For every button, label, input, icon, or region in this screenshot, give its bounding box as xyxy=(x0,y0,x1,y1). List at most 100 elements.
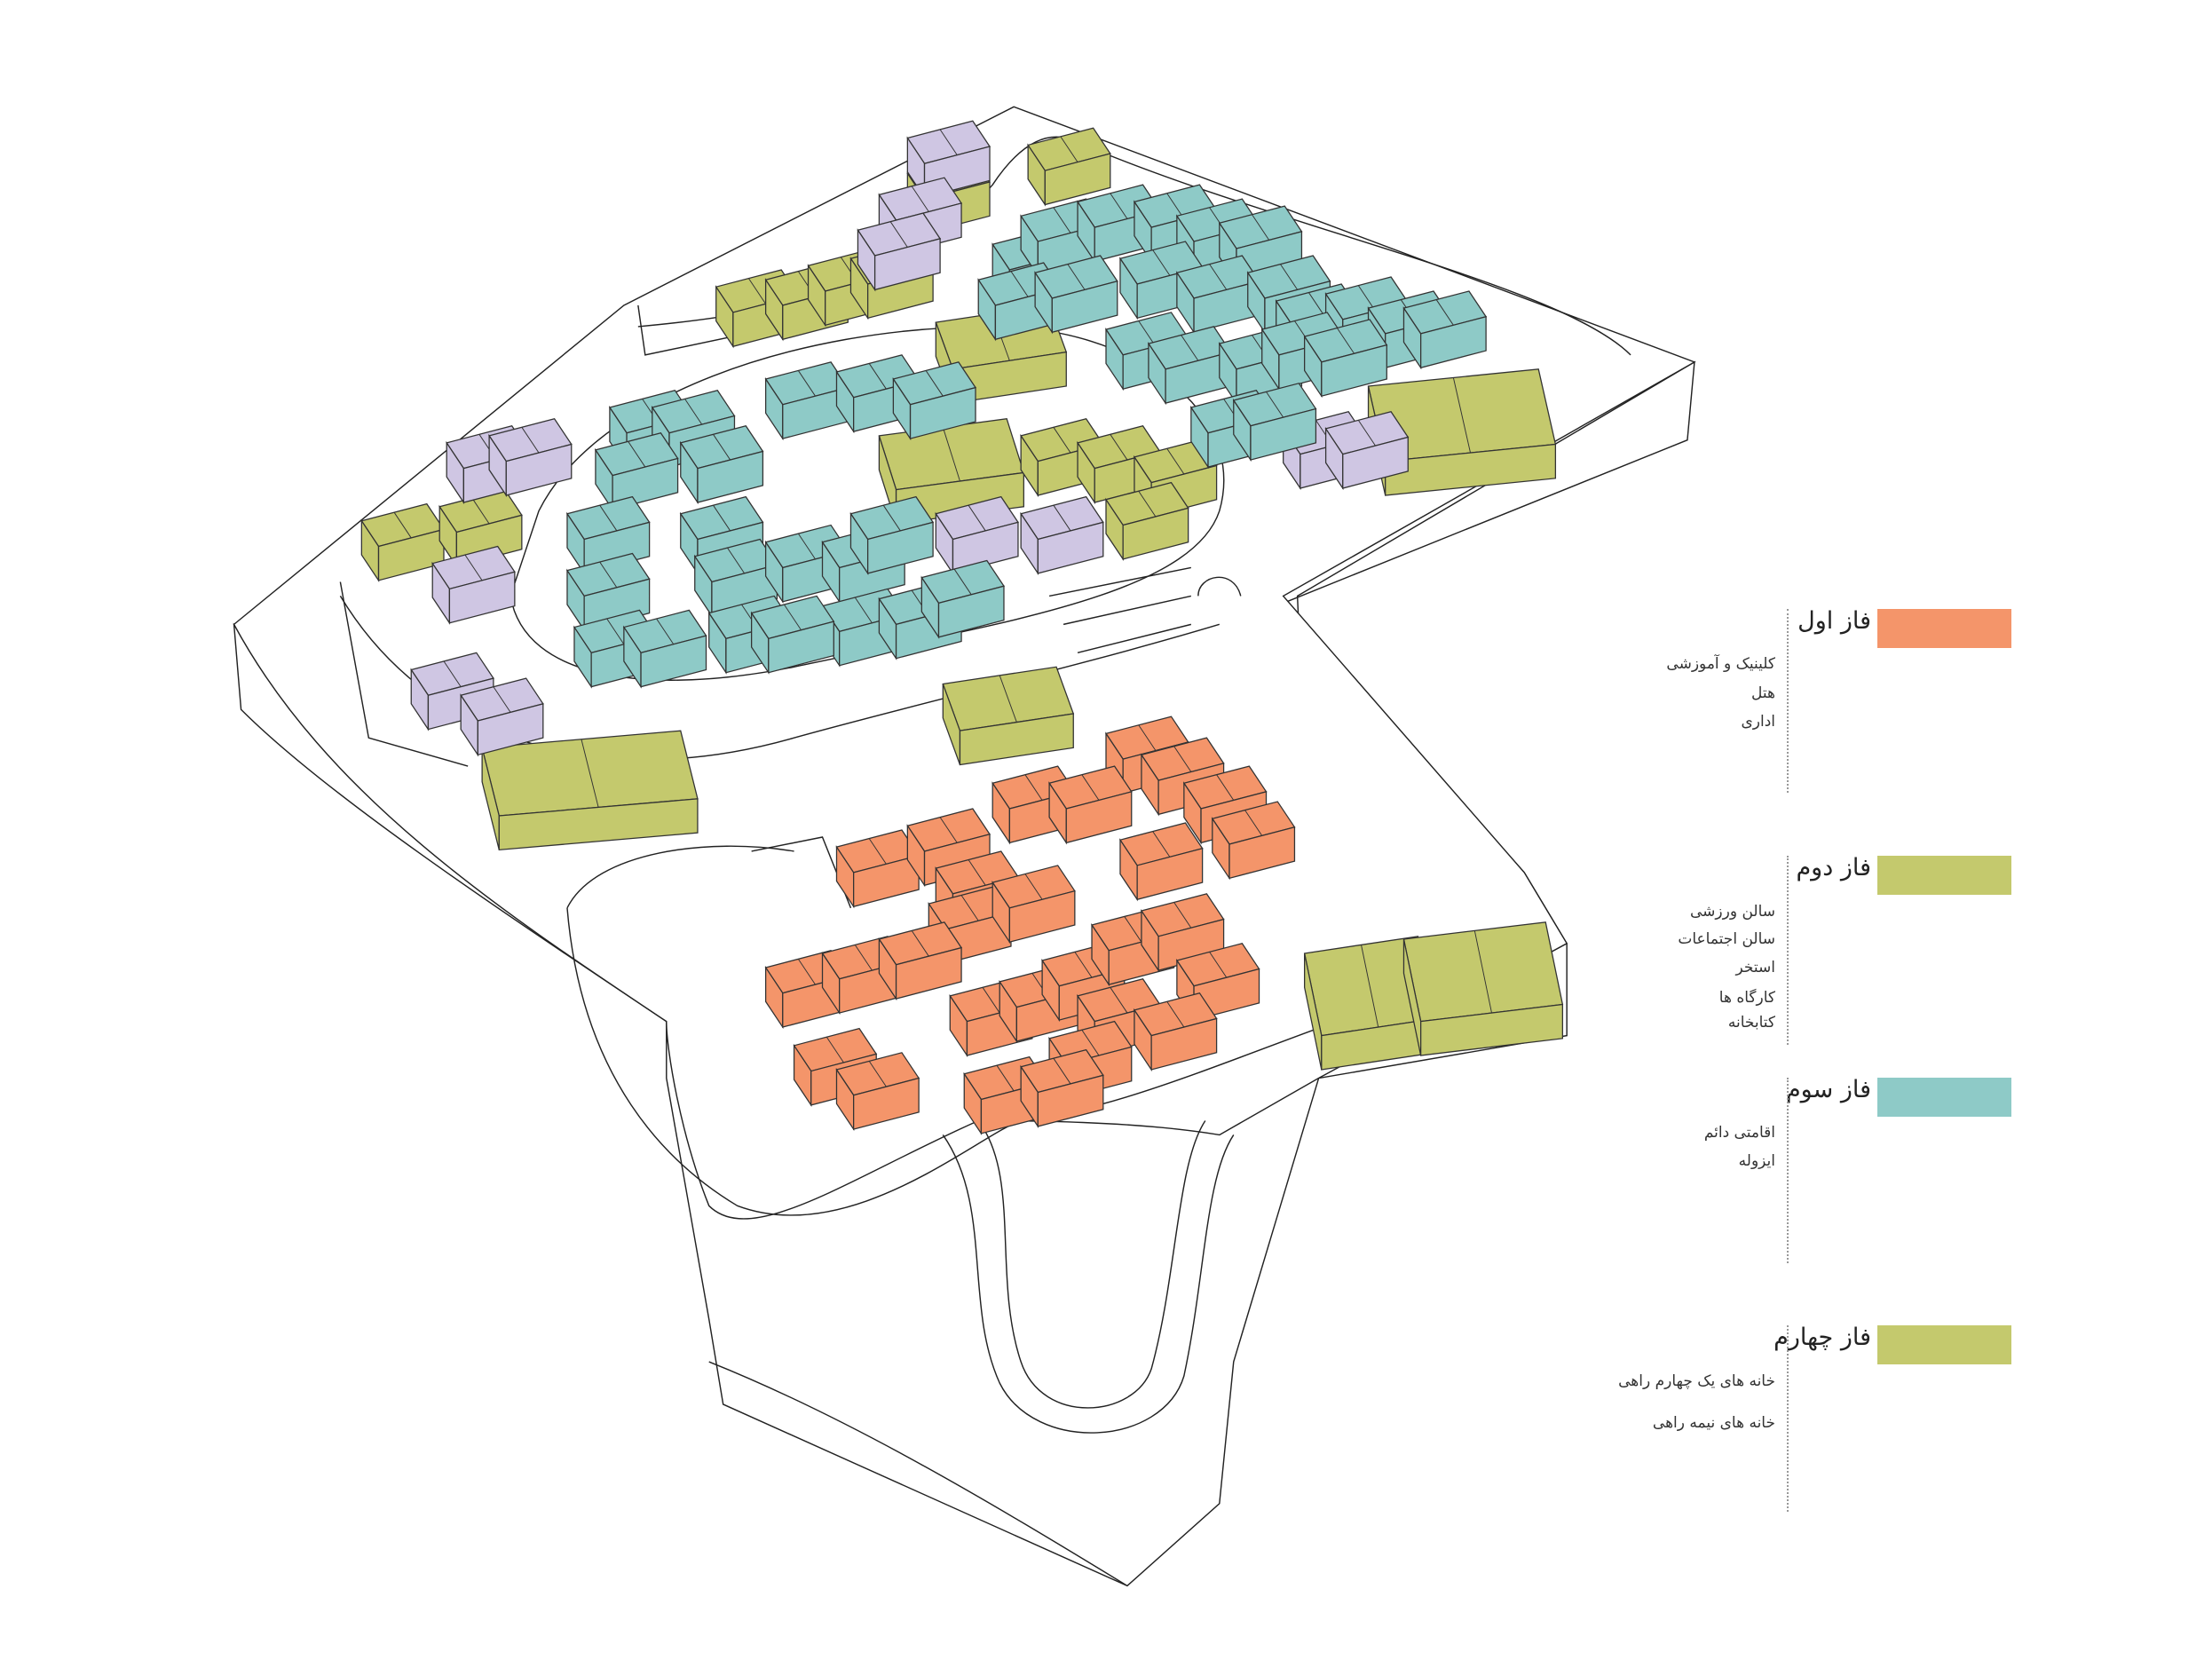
building-phase3 xyxy=(1303,319,1388,399)
platform-edges xyxy=(339,304,1128,1587)
building-phase2 xyxy=(1027,127,1111,207)
building-roof-ridge xyxy=(854,597,873,624)
building-wall-side xyxy=(952,521,1019,574)
building-phase2 xyxy=(1367,368,1557,496)
building-roof-ridge xyxy=(868,838,887,865)
building-phase3 xyxy=(679,424,764,505)
building-phase1 xyxy=(1133,992,1218,1072)
road-inner-loop xyxy=(510,326,1225,681)
building-roof-ridge xyxy=(1209,264,1228,290)
building-phase3 xyxy=(764,361,849,441)
building-roof-ridge xyxy=(1110,987,1128,1014)
building-roof-ridge xyxy=(1361,945,1379,1028)
building-wall-side xyxy=(640,635,707,688)
phase-3-use-item: ایزوله xyxy=(1738,1152,1775,1170)
building-wall-side xyxy=(1342,436,1409,489)
building-phase3 xyxy=(849,495,935,575)
building-wall-side xyxy=(1419,1003,1564,1056)
building-roof-ridge xyxy=(628,441,646,468)
building-phase2 xyxy=(1104,481,1189,562)
building-wall-side xyxy=(909,386,976,439)
building-wall-side xyxy=(1136,847,1204,901)
building-roof-ridge xyxy=(599,561,618,589)
phase-3-color-swatch xyxy=(1877,1078,2011,1117)
building-roof-ridge xyxy=(882,504,901,532)
building-wall-side xyxy=(1037,1074,1104,1127)
building-roof-ridge xyxy=(925,370,944,397)
building-roof-ridge xyxy=(1074,952,1093,978)
building-roof-ridge xyxy=(1081,1029,1100,1056)
phase-4-use-item: خانه های نیمه راهی xyxy=(1652,1414,1775,1432)
building-roof-ridge xyxy=(1124,916,1142,943)
building-existing xyxy=(1324,411,1410,491)
building-roof-ridge xyxy=(713,504,731,532)
building-phase2 xyxy=(360,502,446,582)
building-wall-side xyxy=(866,521,934,574)
legend-dotted-divider xyxy=(1787,1078,1789,1263)
road-lower-loop xyxy=(566,845,1418,1216)
phase-2-use-item: استخر xyxy=(1735,959,1775,976)
building-wall-side xyxy=(1008,889,1076,944)
building-roof-ridge xyxy=(471,497,490,525)
building-wall-side xyxy=(1321,344,1387,398)
building-roof-ridge xyxy=(854,945,873,971)
building-roof-ridge xyxy=(1152,249,1171,276)
building-roof-ridge xyxy=(1280,264,1299,290)
building-phase1 xyxy=(835,1052,920,1132)
building-phase1 xyxy=(835,829,920,909)
phase-1-use-item: کلینیک و آموزشی xyxy=(1666,655,1775,673)
phase-1-use-item: هتل xyxy=(1751,684,1775,702)
building-roof-ridge xyxy=(1110,434,1128,461)
building-wall-side xyxy=(959,713,1074,766)
building-roof-ridge xyxy=(443,660,462,687)
building-roof-ridge xyxy=(953,568,972,596)
building-existing xyxy=(857,212,942,292)
building-phase1 xyxy=(878,921,963,1001)
building-roof-ridge xyxy=(464,554,483,581)
building-phase1 xyxy=(1020,1048,1104,1128)
building-wall-side xyxy=(853,1077,920,1130)
building-roof-ridge xyxy=(1266,391,1284,418)
building-roof-ridge xyxy=(982,987,1000,1014)
building-roof-ridge xyxy=(1053,504,1071,532)
building-wall-side xyxy=(1385,443,1557,496)
building-roof-ridge xyxy=(581,739,599,808)
building-wall-side xyxy=(1122,507,1189,560)
building-wall-side xyxy=(505,443,573,496)
building-wall-side xyxy=(853,854,920,908)
building-wall-side xyxy=(937,585,1005,638)
building-wall-side xyxy=(498,798,699,851)
building-roof-ridge xyxy=(393,511,412,539)
phase-4-color-swatch xyxy=(1877,1325,2011,1364)
building-roof-ridge xyxy=(1152,831,1171,858)
building-phase2 xyxy=(1402,921,1564,1056)
building-existing xyxy=(1020,495,1104,575)
building-roof-ridge xyxy=(826,1036,844,1063)
building-roof-ridge xyxy=(797,370,816,397)
phase-1-use-item: اداری xyxy=(1741,713,1775,731)
building-roof-ridge xyxy=(868,363,887,390)
building-roof-ridge xyxy=(1166,1001,1185,1028)
building-roof-ridge xyxy=(797,959,816,985)
building-roof-ridge xyxy=(939,129,958,155)
building-existing xyxy=(935,495,1019,575)
building-existing xyxy=(488,418,573,498)
building-roof-ridge xyxy=(599,504,618,532)
phase-2-use-item: کارگاه ها xyxy=(1718,989,1775,1007)
building-roof-ridge xyxy=(656,618,675,645)
building-phase3 xyxy=(750,595,835,675)
building-wall-side xyxy=(873,238,941,291)
building-roof-ridge xyxy=(1357,420,1376,447)
building-roof-ridge xyxy=(783,604,802,631)
building-wall-side xyxy=(697,450,764,503)
building-phase1 xyxy=(1118,822,1204,902)
building-roof-ridge xyxy=(1244,810,1263,836)
building-roof-ridge xyxy=(1024,774,1043,801)
building-roof-ridge xyxy=(1010,271,1029,297)
building-roof-ridge xyxy=(1053,1057,1071,1085)
phase-4-title: فاز چهارم xyxy=(1774,1324,1871,1351)
phase-2-use-item: سالن ورزشی xyxy=(1690,903,1775,921)
building-roof-ridge xyxy=(968,504,986,532)
building-roof-ridge xyxy=(889,221,908,248)
